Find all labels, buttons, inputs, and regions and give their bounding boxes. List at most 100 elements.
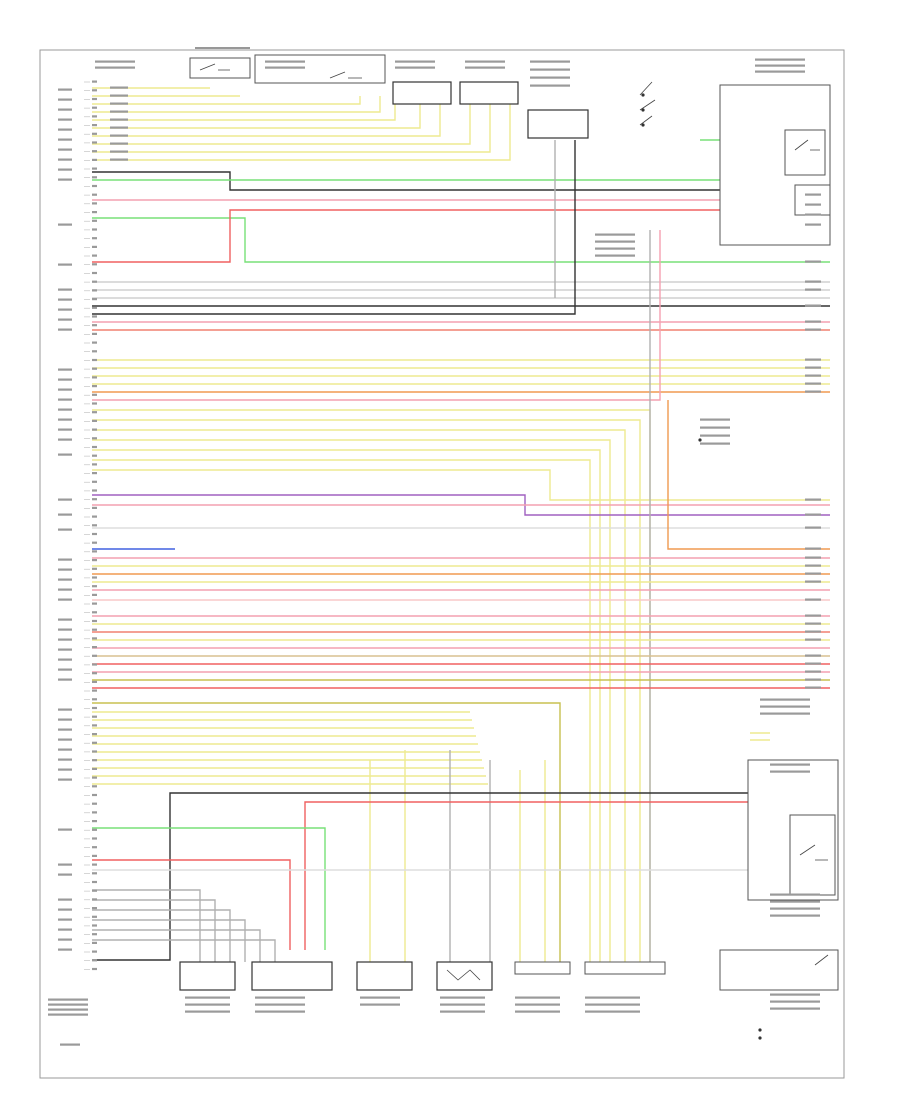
left-pin-label	[58, 108, 72, 111]
pin-number	[92, 854, 97, 857]
component-label	[395, 66, 435, 69]
pin-number	[92, 158, 97, 161]
left-pin-label	[58, 128, 72, 131]
left-pin-label	[58, 318, 72, 321]
gray-wire-bottom	[92, 919, 246, 962]
pin-number	[92, 124, 97, 127]
component-label	[585, 1003, 640, 1006]
left-pin-label	[58, 88, 72, 91]
module-name-label	[48, 998, 88, 1001]
right-wire-label	[805, 580, 821, 583]
pin-number	[92, 933, 97, 936]
left-pin-label	[58, 378, 72, 381]
left-pin-label	[58, 758, 72, 761]
pin-number	[92, 437, 97, 440]
pin-number	[92, 193, 97, 196]
left-pin-label	[58, 418, 72, 421]
right-relay-lower	[789, 814, 836, 896]
pin-number	[92, 793, 97, 797]
green-wire-low	[92, 827, 326, 950]
right-wire-label	[805, 614, 821, 617]
pin-number	[92, 306, 97, 309]
pin-number	[92, 445, 97, 449]
component-label	[255, 1010, 305, 1013]
component-label	[700, 434, 730, 437]
pin-number	[92, 767, 97, 770]
left-pin-label	[58, 453, 72, 456]
pin-number	[92, 176, 97, 179]
yellow-drop-wire	[92, 429, 626, 962]
top-yellow-wire	[92, 96, 361, 105]
left-pin-label	[58, 938, 72, 941]
pin-number	[92, 184, 97, 188]
right-relay-contact	[794, 139, 820, 151]
component-label	[265, 60, 305, 63]
pin-number	[92, 385, 97, 388]
bottom-sensor-4	[436, 961, 493, 991]
left-pin-label	[58, 948, 72, 951]
yellow-drop-wire	[92, 439, 611, 962]
right-wire-label	[805, 203, 821, 206]
left-pin-label	[58, 748, 72, 751]
yellow-drop-wire	[92, 409, 651, 962]
terminal-dot	[698, 438, 702, 442]
pin-number	[92, 576, 97, 579]
dark-wire-top	[92, 171, 830, 191]
right-wire-label	[805, 598, 821, 601]
left-pin-label	[58, 398, 72, 401]
pin-number	[92, 324, 97, 327]
pin-number	[92, 846, 97, 849]
pin-number	[92, 524, 97, 527]
right-wire-label	[805, 320, 821, 323]
pin-number	[92, 298, 97, 301]
right-wire-label	[805, 390, 821, 393]
right-wire-label	[805, 513, 821, 516]
right-wire-label	[805, 374, 821, 377]
component-label	[530, 60, 570, 63]
component-label	[515, 1010, 560, 1013]
pin-number	[92, 689, 97, 692]
bottom-sensor-2	[251, 961, 333, 991]
wire-code	[110, 86, 128, 89]
pin-number	[92, 167, 97, 170]
green-wire-2	[92, 217, 830, 263]
pin-number	[92, 637, 97, 640]
left-pin-label	[58, 598, 72, 601]
right-wire-label	[805, 213, 821, 216]
top-yellow-wire	[92, 96, 396, 121]
pin-number	[92, 820, 97, 823]
right-wire-label	[805, 498, 821, 501]
right-wire-label	[805, 686, 821, 689]
module-name-label	[48, 1013, 88, 1016]
red-wire-low	[304, 801, 760, 950]
component-label	[595, 247, 635, 250]
component-label	[595, 233, 635, 236]
left-pin-label	[58, 263, 72, 266]
terminal-dot	[758, 1036, 762, 1040]
pin-number	[92, 924, 97, 927]
left-pin-label	[58, 148, 72, 151]
pin-number	[92, 706, 97, 710]
left-pin-label	[58, 873, 72, 876]
ground-dark-wire	[92, 792, 760, 961]
left-pin-label	[58, 728, 72, 731]
component-label	[755, 64, 805, 67]
pin-number	[92, 907, 97, 910]
component-label	[585, 996, 640, 999]
pin-number	[92, 828, 97, 831]
pin-number	[92, 672, 97, 675]
right-bottom-box	[719, 949, 839, 991]
wire-code	[110, 118, 128, 121]
left-pin-label	[58, 328, 72, 331]
right-wire-label	[805, 678, 821, 681]
component-label	[700, 442, 730, 445]
pin-number	[92, 872, 97, 875]
right-wire-label	[805, 366, 821, 369]
pin-number	[92, 663, 97, 666]
module-name-label	[48, 1003, 88, 1006]
yellow-wire-470	[92, 469, 830, 501]
yellow-drop-wire	[92, 449, 601, 962]
left-pin-label	[58, 768, 72, 771]
top-components	[189, 54, 839, 991]
wire-harness	[92, 87, 830, 1040]
